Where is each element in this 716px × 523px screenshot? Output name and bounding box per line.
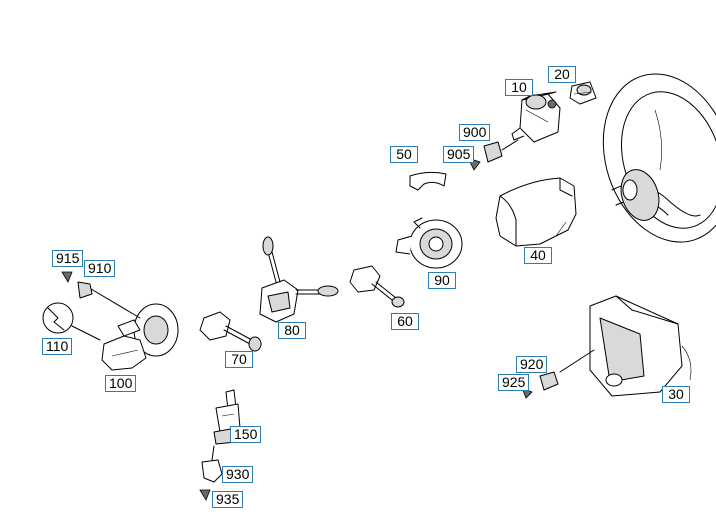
part-30-column-assembly <box>559 295 692 397</box>
part-110-wrench-symbol <box>42 302 101 341</box>
part-920-clip <box>539 371 559 391</box>
callout-905[interactable]: 905 <box>443 146 475 163</box>
callout-930[interactable]: 930 <box>222 466 254 483</box>
part-60-wiper-stalk <box>349 265 405 308</box>
callout-900[interactable]: 900 <box>459 124 491 141</box>
part-70-lever <box>199 311 262 352</box>
callout-915[interactable]: 915 <box>52 250 84 267</box>
part-40-column-shroud <box>495 177 577 247</box>
part-900-clip <box>483 139 519 163</box>
part-910-clip <box>77 281 93 299</box>
part-90-clock-spring <box>395 217 463 269</box>
callout-150[interactable]: 150 <box>230 426 262 443</box>
callout-910[interactable]: 910 <box>84 260 116 277</box>
part-20-connector <box>569 81 597 105</box>
callout-80[interactable]: 80 <box>278 322 306 339</box>
callout-100[interactable]: 100 <box>105 375 137 392</box>
part-10-airbag-module <box>511 91 561 143</box>
part-915-screw <box>61 271 73 283</box>
callout-50[interactable]: 50 <box>390 146 418 163</box>
part-935-pin <box>199 489 211 501</box>
callout-90[interactable]: 90 <box>428 272 456 289</box>
callout-10[interactable]: 10 <box>505 79 533 96</box>
part-50-trim <box>409 171 447 191</box>
callout-40[interactable]: 40 <box>524 247 552 264</box>
part-80-combination-switch <box>259 236 339 323</box>
part-930-bushing <box>201 445 223 483</box>
steering-wheel <box>602 73 716 243</box>
callout-925[interactable]: 925 <box>498 374 530 391</box>
callout-30[interactable]: 30 <box>662 386 690 403</box>
callout-60[interactable]: 60 <box>391 313 419 330</box>
callout-935[interactable]: 935 <box>212 491 244 508</box>
callout-920[interactable]: 920 <box>516 356 548 373</box>
part-100-switch-housing <box>85 285 179 371</box>
callout-20[interactable]: 20 <box>548 66 576 83</box>
callout-70[interactable]: 70 <box>225 351 253 368</box>
callout-110[interactable]: 110 <box>42 338 73 355</box>
